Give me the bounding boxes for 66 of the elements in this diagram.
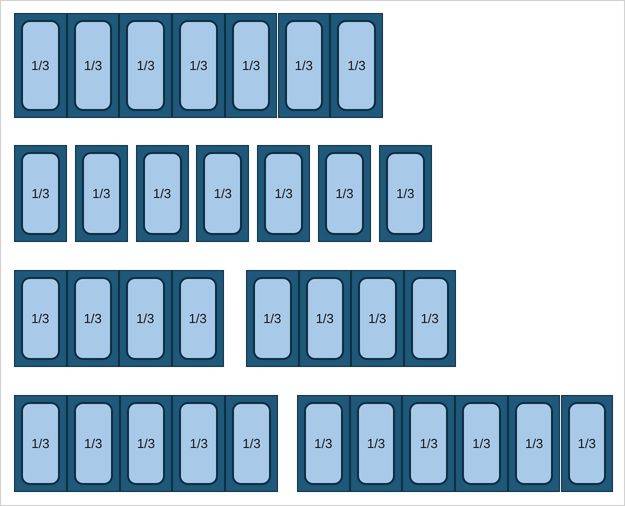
pan-label: 1/3 <box>31 311 50 326</box>
pan-label: 1/3 <box>84 311 102 326</box>
pan-tray <box>246 270 298 367</box>
pan-tray <box>402 395 456 492</box>
pan-label: 1/3 <box>242 58 260 73</box>
pan-label: 1/3 <box>153 186 172 201</box>
pan-label: 1/3 <box>263 311 282 326</box>
pan-tray <box>136 145 189 242</box>
pan-tray <box>14 13 67 118</box>
pan-tray <box>224 13 278 118</box>
pan-tray <box>378 145 432 242</box>
pan-label: 1/3 <box>242 436 261 451</box>
pan-tray <box>172 395 226 492</box>
pan-label: 1/3 <box>189 58 208 73</box>
pan-tray <box>119 13 172 118</box>
pan-label: 1/3 <box>396 186 414 201</box>
pan-label: 1/3 <box>274 186 293 201</box>
pan-label: 1/3 <box>368 311 386 326</box>
pan-label: 1/3 <box>525 436 544 451</box>
pan-tray <box>351 270 404 367</box>
pan-label: 1/3 <box>314 436 332 451</box>
pan-label: 1/3 <box>84 58 102 73</box>
pan-tray <box>225 395 278 492</box>
pan-tray <box>330 13 383 118</box>
pan-tray <box>120 395 172 492</box>
pan-label: 1/3 <box>347 58 366 73</box>
pan-tray <box>404 270 456 367</box>
pan-tray <box>455 395 508 492</box>
pan-tray <box>508 395 560 492</box>
pan-label: 1/3 <box>136 436 156 451</box>
pan-label: 1/3 <box>31 186 50 201</box>
pan-label: 1/3 <box>578 436 596 451</box>
pan-label: 1/3 <box>366 436 386 451</box>
pan-tray <box>257 145 310 242</box>
pan-tray <box>119 270 172 367</box>
pan-tray <box>14 270 66 367</box>
pan-tray <box>14 145 67 242</box>
pan-label: 1/3 <box>31 436 50 451</box>
pan-label: 1/3 <box>136 311 154 326</box>
pan-tray <box>278 13 330 118</box>
pan-tray <box>560 395 614 492</box>
pan-tray <box>66 13 120 118</box>
pan-tray <box>196 145 250 242</box>
pan-tray <box>66 270 119 367</box>
pan-tray <box>318 145 371 242</box>
pan-tray <box>350 395 402 492</box>
pan-label: 1/3 <box>31 58 50 73</box>
pan-label: 1/3 <box>214 186 232 201</box>
pan-label: 1/3 <box>84 436 102 451</box>
pan-label: 1/3 <box>294 58 313 73</box>
pan-label: 1/3 <box>335 186 354 201</box>
pan-label: 1/3 <box>92 186 110 201</box>
pan-label: 1/3 <box>420 311 439 326</box>
pan-label: 1/3 <box>190 436 208 451</box>
pan-label: 1/3 <box>316 311 334 326</box>
pan-tray <box>66 395 120 492</box>
pan-tray <box>172 270 224 367</box>
pan-label: 1/3 <box>472 436 490 451</box>
pan-label: 1/3 <box>188 311 207 326</box>
pan-tray <box>298 270 351 367</box>
pan-label: 1/3 <box>136 58 155 73</box>
pan-tray <box>172 13 225 118</box>
pan-label: 1/3 <box>420 436 438 451</box>
pan-tray <box>297 395 350 492</box>
pan-tray <box>74 145 128 242</box>
pan-tray <box>14 395 67 492</box>
